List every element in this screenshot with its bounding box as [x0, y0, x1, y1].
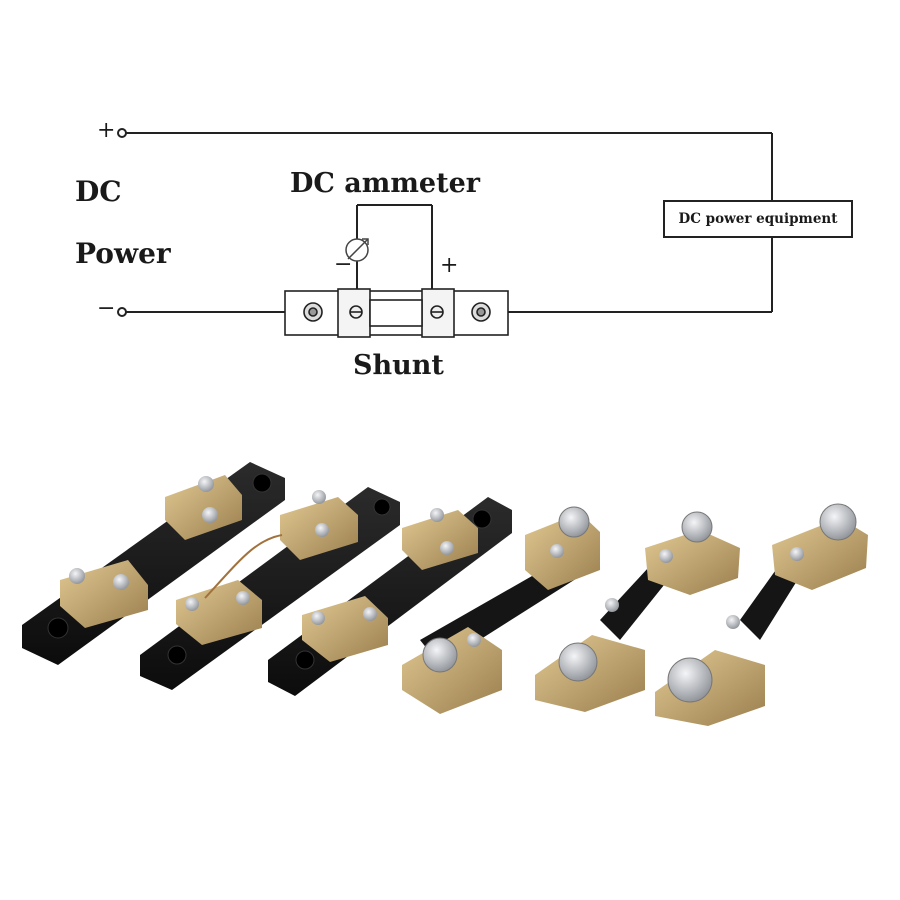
shunt-large-brass-2 — [535, 511, 740, 712]
shunt-small-black-3 — [268, 497, 512, 696]
shunt-large-brass-1 — [402, 506, 600, 714]
dc-power-label-line2: Power — [75, 237, 171, 270]
ammeter-minus-label: − — [334, 252, 353, 277]
negative-terminal-label: − — [97, 296, 116, 321]
shunt-large-brass-3 — [655, 503, 868, 726]
shunt-small-black-2 — [140, 487, 400, 690]
dc-power-label-line1: DC — [75, 175, 122, 208]
shunt-label: Shunt — [353, 350, 444, 381]
shunt-small-black-1 — [22, 462, 285, 665]
positive-terminal-label: + — [97, 118, 116, 143]
dc-ammeter-label: DC ammeter — [290, 168, 480, 199]
wiring-diagram — [117, 128, 773, 338]
shunt-drawing — [284, 288, 509, 338]
ammeter-symbol — [345, 238, 369, 262]
dc-power-equipment-box: DC power equipment — [663, 200, 853, 238]
ammeter-plus-label: + — [440, 253, 459, 278]
